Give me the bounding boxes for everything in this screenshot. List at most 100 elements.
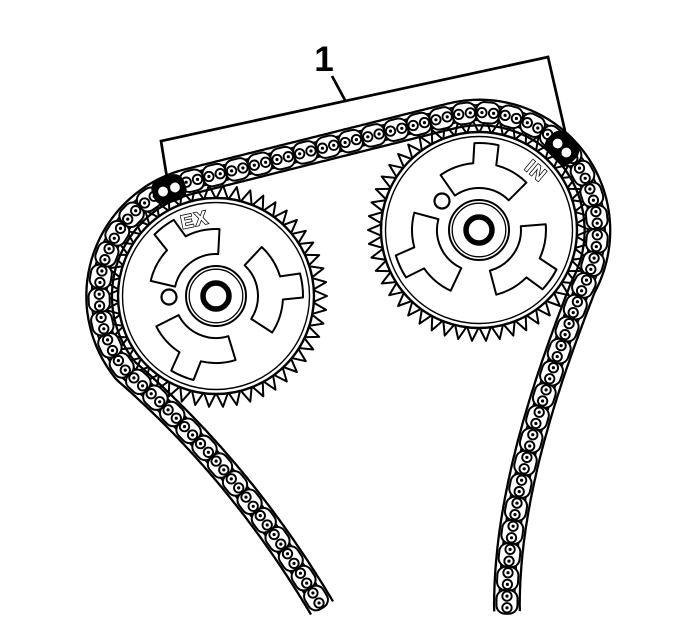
chain-rivet-pin: [546, 132, 550, 136]
sprocket-tooth: [397, 153, 416, 172]
chain-rivet-pin: [123, 368, 127, 372]
intake-hub: [448, 199, 510, 261]
chain-rivet-pin: [174, 416, 178, 420]
chain-rivet-pin: [97, 292, 101, 296]
chain-rivet-pin: [132, 376, 136, 380]
chain-rivet-pin: [126, 217, 130, 221]
chain-rivet-pin: [492, 111, 496, 115]
chain-rivet-pin: [98, 280, 102, 285]
chain-rivet-pin: [377, 132, 381, 136]
chain-rivet-pin: [98, 304, 102, 308]
dark-link-plate: [151, 174, 187, 205]
chain-rivet-pin: [272, 532, 276, 537]
chain-rivet-pin: [514, 116, 519, 121]
exhaust-cam-sprocket: EX: [104, 184, 328, 408]
chain-rivet-pin: [588, 187, 592, 191]
intake-cam-sprocket: IN: [367, 118, 591, 342]
timing-mark-links: [151, 130, 580, 205]
chain-rivet-pin: [258, 514, 262, 518]
chain-rivet-pin: [445, 115, 449, 119]
chain-rivet-pin: [275, 157, 279, 162]
chain-rivet-pin: [191, 433, 195, 437]
chain-rivet-pin: [229, 477, 233, 481]
dark-link-plate: [544, 130, 580, 166]
exhaust-hub: [185, 265, 247, 327]
chain-rivet-pin: [411, 123, 415, 128]
chain-rivet-pin: [103, 258, 107, 262]
chain-rivet-pin: [141, 384, 145, 388]
sprocket-tooth: [542, 288, 561, 307]
chain-rivet-pin: [580, 289, 584, 293]
chain-rivet-pin: [506, 571, 510, 575]
sprocket-tooth: [279, 354, 298, 373]
chain-rivet-pin: [563, 333, 567, 337]
chain-rivet-pin: [292, 561, 296, 566]
chain-rivet-pin: [594, 210, 598, 214]
sprocket-tooth: [279, 219, 298, 238]
chain-rivet-pin: [595, 221, 599, 225]
phaser-slot: [149, 218, 221, 288]
chain-rivet-pin: [230, 169, 234, 173]
chain-rivet-pin: [110, 348, 115, 353]
chain-rivet-pin: [513, 513, 517, 517]
chain-rivet-pin: [508, 547, 512, 552]
chain-edge: [110, 124, 586, 612]
chain-rivet-pin: [388, 129, 393, 133]
chain-rivet-pin: [298, 152, 302, 156]
chain-rivet-pin: [457, 112, 461, 116]
chain-rivet-pin: [528, 444, 532, 448]
chain-rivet-pin: [480, 111, 484, 115]
chain-rivet-pin: [218, 172, 222, 176]
chain-rivet-pin: [279, 542, 283, 546]
callout-leader-line: [330, 75, 348, 103]
chain-rivet-pin: [555, 355, 559, 359]
chain-rivet-pin: [118, 226, 123, 230]
chain-rivet-pin: [143, 201, 147, 205]
callout-bracket: [159, 55, 567, 179]
phaser-slot: [155, 314, 237, 381]
chain-rivet-pin: [400, 126, 404, 130]
chain-rivet-pin: [317, 601, 321, 605]
chain-rivet-pin: [332, 143, 336, 147]
sprocket-tooth: [397, 288, 416, 307]
exhaust-phaser-slots: [149, 218, 305, 381]
chain-rivet-pin: [517, 490, 521, 494]
chain-rivet-pin: [503, 113, 507, 117]
chain-rivet-pin: [100, 269, 104, 273]
chain-rivet-pin: [584, 278, 589, 282]
chain-rivet-pin: [520, 478, 524, 482]
chain-rivet-pin: [507, 559, 511, 563]
chain-rivet-pin: [522, 467, 526, 471]
chain-rivet-pin: [531, 433, 535, 437]
intake-plate-rim: [384, 135, 574, 325]
chain-rivet-pin: [305, 581, 309, 585]
dark-link-rivet: [158, 186, 168, 197]
phaser-slot: [243, 246, 305, 334]
chain-rivet-pin: [577, 166, 582, 170]
chain-rivet-pin: [534, 421, 538, 426]
chain-rivet-pin: [548, 377, 552, 381]
chain-rivet-pin: [195, 177, 200, 181]
chain-rivet-pin: [158, 400, 162, 404]
dark-link-rivet: [561, 147, 572, 158]
chain-rivet-pin: [537, 410, 541, 414]
chain-rivets: [93, 106, 603, 614]
intake-phaser-slots: [394, 141, 558, 296]
chain-rivet-pin: [583, 176, 587, 180]
chain-rivet-pin: [551, 366, 556, 370]
chain-edge: [85, 98, 612, 616]
exhaust-timing-mark-link: [151, 174, 187, 205]
dark-link-rivet: [170, 182, 180, 193]
chain-rivet-pin: [525, 121, 529, 125]
chain-rivet-pin: [511, 524, 515, 528]
intake-pin-hole: [433, 192, 451, 210]
chain-rivet-pin: [309, 149, 313, 153]
chain-rivet-pin: [265, 523, 269, 527]
chain-rivet-pin: [237, 486, 241, 490]
chain-rivet-pin: [525, 455, 529, 459]
chain-rivet-pin: [106, 338, 110, 342]
intake-timing-mark-link: [544, 130, 580, 166]
chain-rivet-pin: [505, 606, 509, 610]
chain-rivet-pin: [509, 536, 514, 540]
